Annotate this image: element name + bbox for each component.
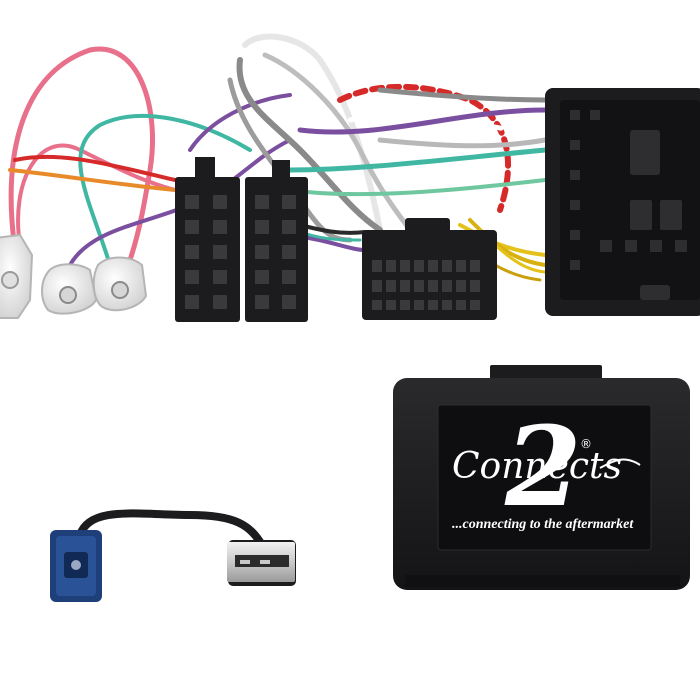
wire-bundle — [8, 33, 548, 282]
registered-mark: ® — [580, 437, 592, 451]
logo-tagline: ...connecting to the aftermarket — [452, 517, 634, 532]
logo-word: Connects — [452, 446, 622, 487]
logo-swoosh — [599, 458, 641, 469]
multi-pin-connector — [362, 218, 497, 320]
spade-connector — [41, 263, 98, 315]
spade-connector — [0, 233, 34, 319]
usb-plug — [227, 540, 296, 586]
iso-connector-left — [175, 157, 240, 322]
brand-logo: 2 Connects ® — [452, 402, 641, 531]
spade-connectors — [0, 233, 148, 319]
spade-connector — [92, 256, 148, 312]
logo-number: 2 — [504, 402, 582, 531]
usb-adaptor-cable — [50, 509, 296, 602]
iso-connector-right — [245, 160, 308, 322]
interface-box: 2 Connects ® ...connecting to the afterm… — [393, 365, 690, 590]
vehicle-connector — [545, 88, 700, 316]
fakra-connector — [50, 530, 102, 602]
